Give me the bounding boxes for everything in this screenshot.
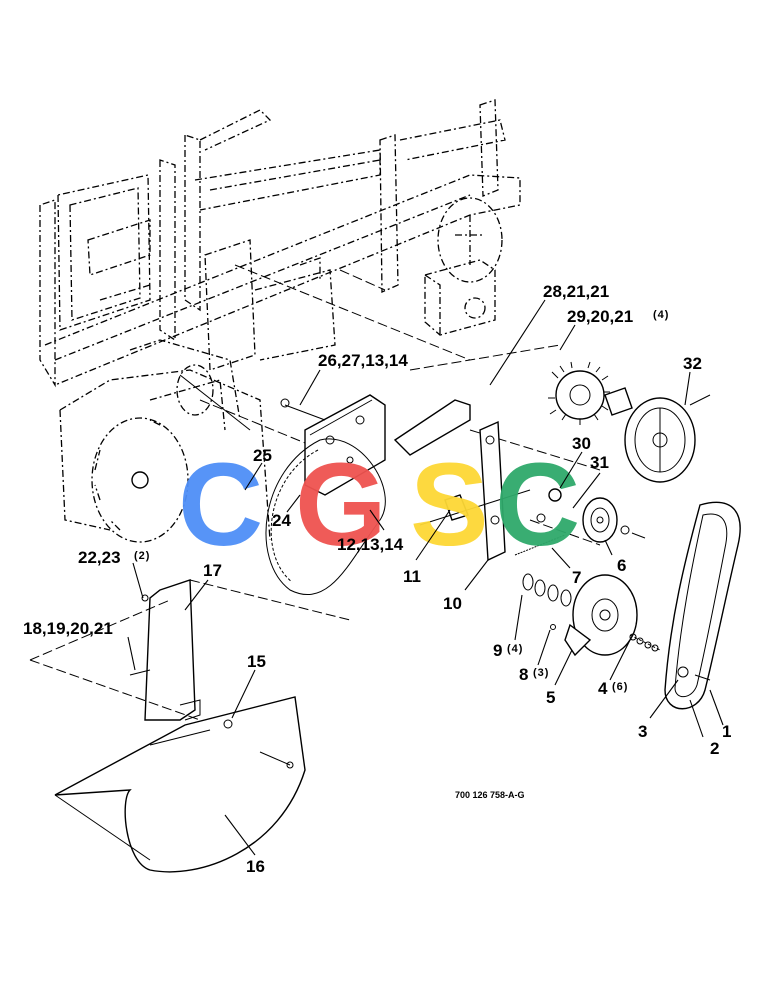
idler-arm	[393, 399, 506, 562]
washers	[522, 573, 661, 652]
callout-28-21-21: 28,21,21	[543, 282, 609, 301]
callout-25: 25	[253, 446, 272, 465]
small-pulley	[536, 488, 646, 543]
callout-thirty: 30	[572, 434, 591, 453]
callout-5: 5	[546, 688, 555, 707]
callout-16: 16	[246, 857, 265, 876]
callout-9-qty: (4)	[507, 643, 523, 655]
callout-7: 7	[572, 568, 581, 587]
callout-3: 3	[638, 722, 647, 741]
callout-22-23-qty: (2)	[134, 550, 150, 562]
saw-disc	[91, 364, 251, 543]
callout-22-23: 22,23	[78, 548, 121, 567]
callout-29-20-21-qty: (4)	[653, 309, 669, 321]
callout-9: 9	[493, 641, 502, 660]
machine-frame-outline	[39, 99, 601, 546]
callout-24: 24	[272, 511, 291, 530]
shield-support	[29, 579, 351, 721]
callout-18-19-20-21: 18,19,20,21	[23, 619, 113, 638]
callout-labels: 28,21,21 29,20,21 (4) 26,27,13,14 32 30 …	[23, 282, 731, 876]
drawing-code: 700 126 758-A-G	[455, 790, 525, 800]
watermark-letter-g: G	[295, 439, 387, 571]
sprocket	[548, 361, 633, 425]
callout-4: 4	[598, 679, 608, 698]
callout-1: 1	[722, 722, 731, 741]
callout-11: 11	[403, 567, 421, 586]
drive-belt	[664, 501, 741, 710]
shaft-assembly	[419, 489, 566, 556]
watermark-letter-c1: C	[178, 439, 263, 571]
callout-32: 32	[683, 354, 702, 373]
shield-cover	[54, 696, 306, 873]
callout-6: 6	[617, 556, 626, 575]
callout-31: 31	[590, 453, 609, 472]
callout-15: 15	[247, 652, 266, 671]
large-pulley	[624, 394, 711, 483]
callout-8: 8	[519, 665, 528, 684]
bracket-plate	[280, 394, 386, 496]
callout-26-27-13-14: 26,27,13,14	[318, 351, 408, 370]
callout-2: 2	[710, 739, 719, 758]
callout-29-20-21: 29,20,21	[567, 307, 633, 326]
callout-10: 10	[443, 594, 462, 613]
idler-pulley	[564, 574, 638, 657]
watermark-letter-c2: C	[495, 439, 580, 571]
callout-17: 17	[203, 561, 222, 580]
callout-8-qty: (3)	[533, 667, 549, 679]
callout-4-qty: (6)	[612, 681, 628, 693]
drive-chain	[265, 438, 386, 596]
cgsc-watermark: C G S C	[178, 439, 580, 571]
leader-lines	[127, 299, 724, 856]
callout-12-13-14: 12,13,14	[337, 535, 404, 554]
